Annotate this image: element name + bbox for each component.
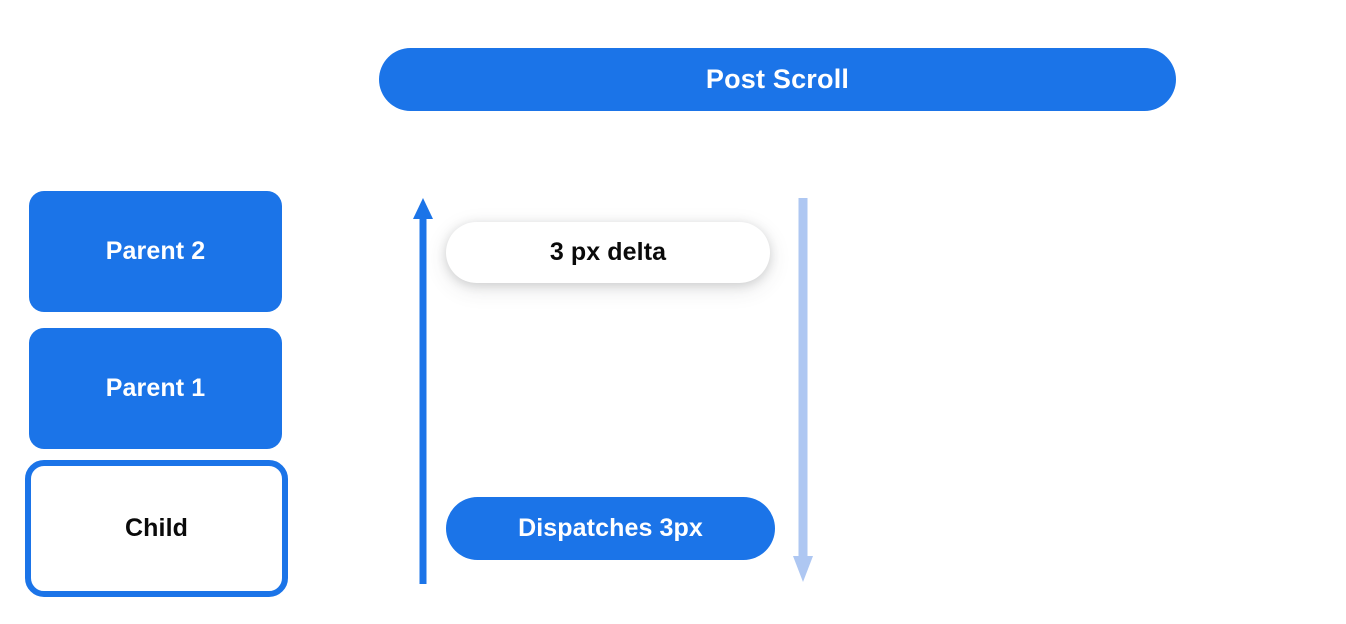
dispatches-pill-label: Dispatches 3px	[518, 514, 703, 542]
post-scroll-header: Post Scroll	[379, 48, 1176, 111]
scroll-down-arrow-icon	[793, 198, 813, 582]
box-parent-1-label: Parent 1	[105, 374, 206, 402]
box-child-label: Child	[125, 514, 188, 542]
box-child: Child	[25, 460, 288, 597]
delta-pill-label: 3 px delta	[549, 238, 667, 266]
box-parent-2-label: Parent 2	[105, 237, 206, 265]
scroll-up-arrow-icon	[413, 198, 433, 584]
delta-pill: 3 px delta	[446, 222, 770, 283]
dispatches-pill: Dispatches 3px	[446, 497, 775, 560]
box-parent-1: Parent 1	[29, 328, 282, 449]
post-scroll-header-label: Post Scroll	[705, 64, 850, 94]
box-parent-2: Parent 2	[29, 191, 282, 312]
